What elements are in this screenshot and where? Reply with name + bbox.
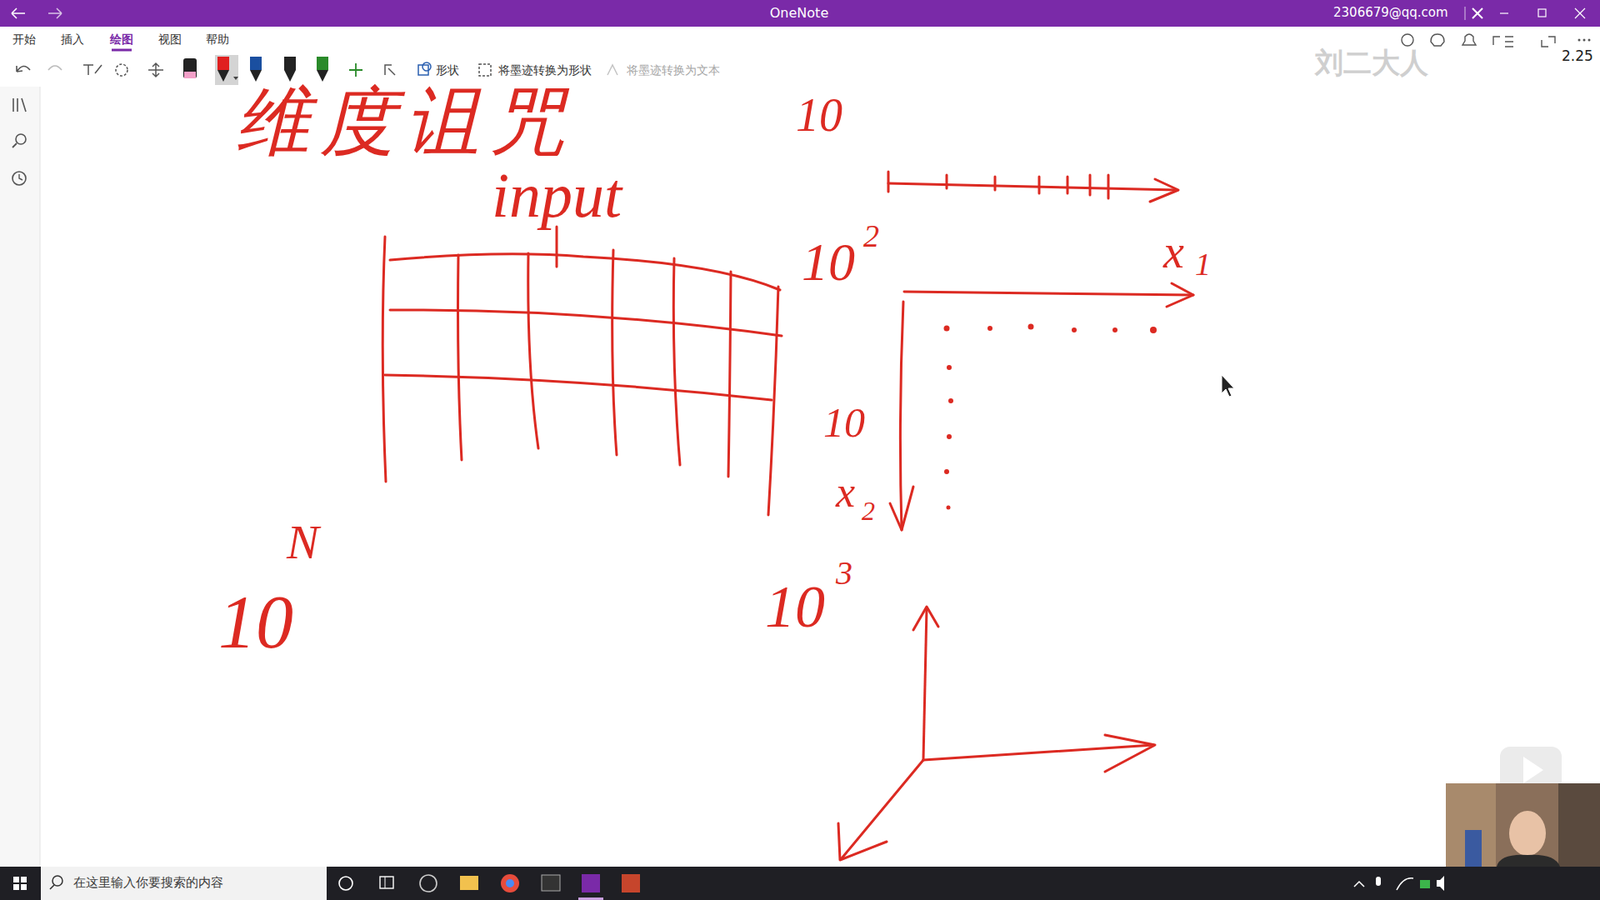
- handwritten-title: 维度诅咒: [235, 85, 575, 160]
- menu-tab: 视图: [158, 33, 182, 45]
- menu-tab: 插入: [60, 33, 85, 45]
- axis-subscript: 2: [861, 497, 875, 525]
- axis-label: x: [1163, 228, 1185, 275]
- axis-label: x: [835, 470, 855, 515]
- menu-tab: 帮助: [205, 33, 230, 45]
- menu-tab: 开始: [12, 33, 36, 45]
- handwritten-number: 10: [795, 91, 843, 139]
- handwritten-word: input: [491, 163, 622, 227]
- search-placeholder: 在这里输入你要搜索的内容: [73, 876, 224, 890]
- handwritten-number: 10: [801, 235, 855, 290]
- watermark: 刘二大人: [1315, 48, 1429, 77]
- handwritten-number: 10: [823, 401, 865, 444]
- handwritten-number: 10: [765, 576, 825, 637]
- handwritten-number: 10: [218, 585, 294, 660]
- account-email: 2306679@qq.com: [1333, 6, 1449, 20]
- handwritten-exponent: 3: [835, 556, 853, 590]
- playback-speed: 2.25: [1561, 49, 1594, 64]
- window-title: OneNote: [770, 6, 829, 20]
- handwritten-exponent: N: [286, 518, 320, 567]
- handwritten-exponent: 2: [863, 220, 880, 252]
- menu-tab: 绘图: [110, 33, 134, 45]
- toolbar-button: 将墨迹转换为形状: [498, 64, 592, 76]
- toolbar-button: 形状: [435, 64, 460, 76]
- axis-subscript: 1: [1195, 248, 1211, 280]
- toolbar-button: 将墨迹转换为文本: [626, 64, 720, 76]
